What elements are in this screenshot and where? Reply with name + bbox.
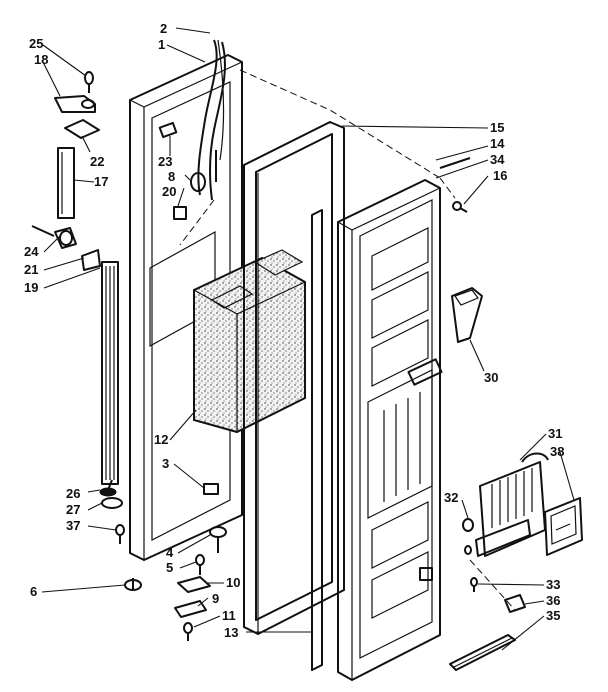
callout-26: 26 — [66, 486, 80, 501]
insulation-block — [193, 249, 306, 434]
callout-1: 1 — [158, 37, 165, 52]
callout-3: 3 — [162, 456, 169, 471]
callout-13: 13 — [224, 625, 238, 640]
callout-23: 23 — [158, 154, 172, 169]
trim-strip — [311, 209, 323, 671]
callout-37: 37 — [66, 518, 80, 533]
callout-38: 38 — [550, 444, 564, 459]
callout-34: 34 — [490, 152, 505, 167]
callout-32: 32 — [444, 490, 458, 505]
bottom-small-parts — [174, 554, 211, 641]
leader-lines — [41, 27, 575, 651]
left-side-parts — [31, 225, 142, 591]
callout-6: 6 — [30, 584, 37, 599]
callout-35: 35 — [546, 608, 560, 623]
callout-5: 5 — [166, 560, 173, 575]
callout-14: 14 — [490, 136, 505, 151]
callout-36: 36 — [546, 593, 560, 608]
callout-16: 16 — [493, 168, 507, 183]
callout-8: 8 — [168, 169, 175, 184]
callout-20: 20 — [162, 184, 176, 199]
callout-19: 19 — [24, 280, 38, 295]
door-panel — [129, 39, 243, 561]
callout-22: 22 — [90, 154, 104, 169]
callout-2: 2 — [160, 21, 167, 36]
callout-11: 11 — [222, 608, 236, 623]
callout-15: 15 — [490, 120, 504, 135]
door-gasket — [243, 121, 345, 635]
callout-labels: 2 1 25 18 22 17 23 8 20 24 21 19 12 3 26… — [24, 21, 564, 640]
callout-10: 10 — [226, 575, 240, 590]
callout-18: 18 — [34, 52, 48, 67]
right-side-parts — [439, 157, 583, 671]
callout-33: 33 — [546, 577, 560, 592]
callout-24: 24 — [24, 244, 39, 259]
callout-4: 4 — [166, 545, 174, 560]
callout-31: 31 — [548, 426, 562, 441]
hinge-parts — [54, 71, 100, 219]
callout-17: 17 — [94, 174, 108, 189]
callout-9: 9 — [212, 591, 219, 606]
callout-30: 30 — [484, 370, 498, 385]
callout-21: 21 — [24, 262, 38, 277]
callout-27: 27 — [66, 502, 80, 517]
assembly-guide-lines — [179, 69, 516, 611]
callout-25: 25 — [29, 36, 43, 51]
callout-12: 12 — [154, 432, 168, 447]
door-liner — [337, 179, 443, 681]
